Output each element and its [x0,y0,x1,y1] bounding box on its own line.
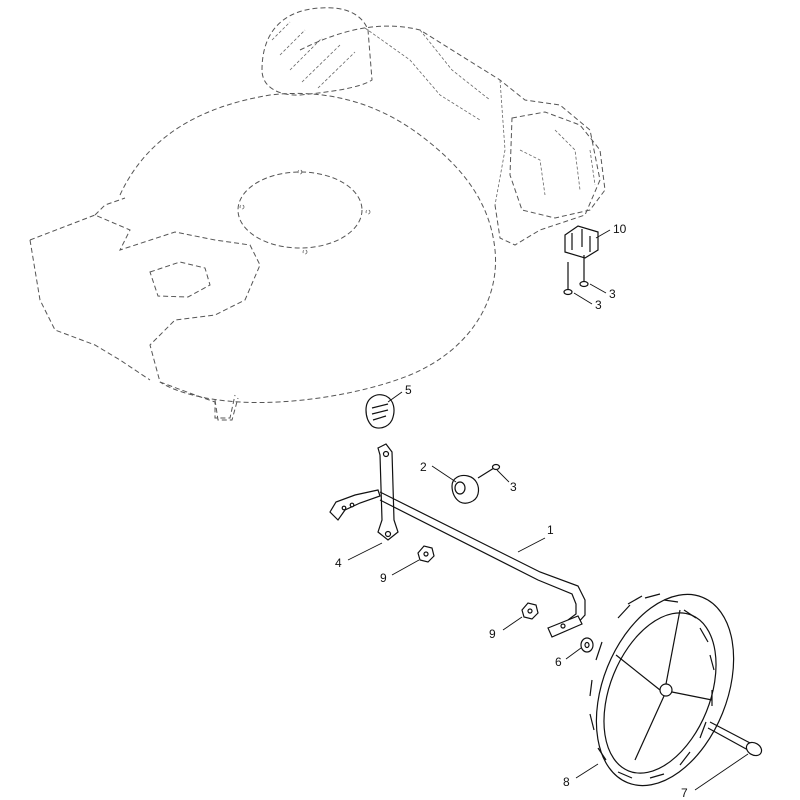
part-9-nut-upper [417,545,435,563]
part-3-screw-middle [477,463,501,479]
callout-labels: 10 3 3 5 2 3 1 4 9 9 6 8 7 [335,222,688,800]
part-3-screw-upper-left [563,262,573,296]
part-7-bolt [707,721,763,757]
part-8-wheel [589,593,735,787]
part-6-washer [580,637,594,653]
callout-1: 1 [547,523,554,537]
part-4-lever [377,443,399,541]
callout-9-upper: 9 [380,571,387,585]
part-9-nut-lower [521,602,539,620]
part-10-bracket [564,225,599,259]
callout-10: 10 [613,222,627,236]
mower-deck-ghost [29,7,606,421]
part-1-axle [329,489,586,638]
callout-5: 5 [405,383,412,397]
callout-3-middle: 3 [510,480,517,494]
part-5-knob [365,394,395,429]
callout-6: 6 [555,655,562,669]
callout-9-lower: 9 [489,627,496,641]
callout-3-upper-left: 3 [595,298,602,312]
callout-3-upper-right: 3 [609,287,616,301]
callout-2: 2 [420,460,427,474]
part-2-bushing [451,474,480,504]
part-3-screw-upper-right [579,255,589,288]
callout-leaders [347,229,749,791]
callout-8: 8 [563,775,570,789]
callout-7: 7 [681,786,688,800]
callout-4: 4 [335,556,342,570]
